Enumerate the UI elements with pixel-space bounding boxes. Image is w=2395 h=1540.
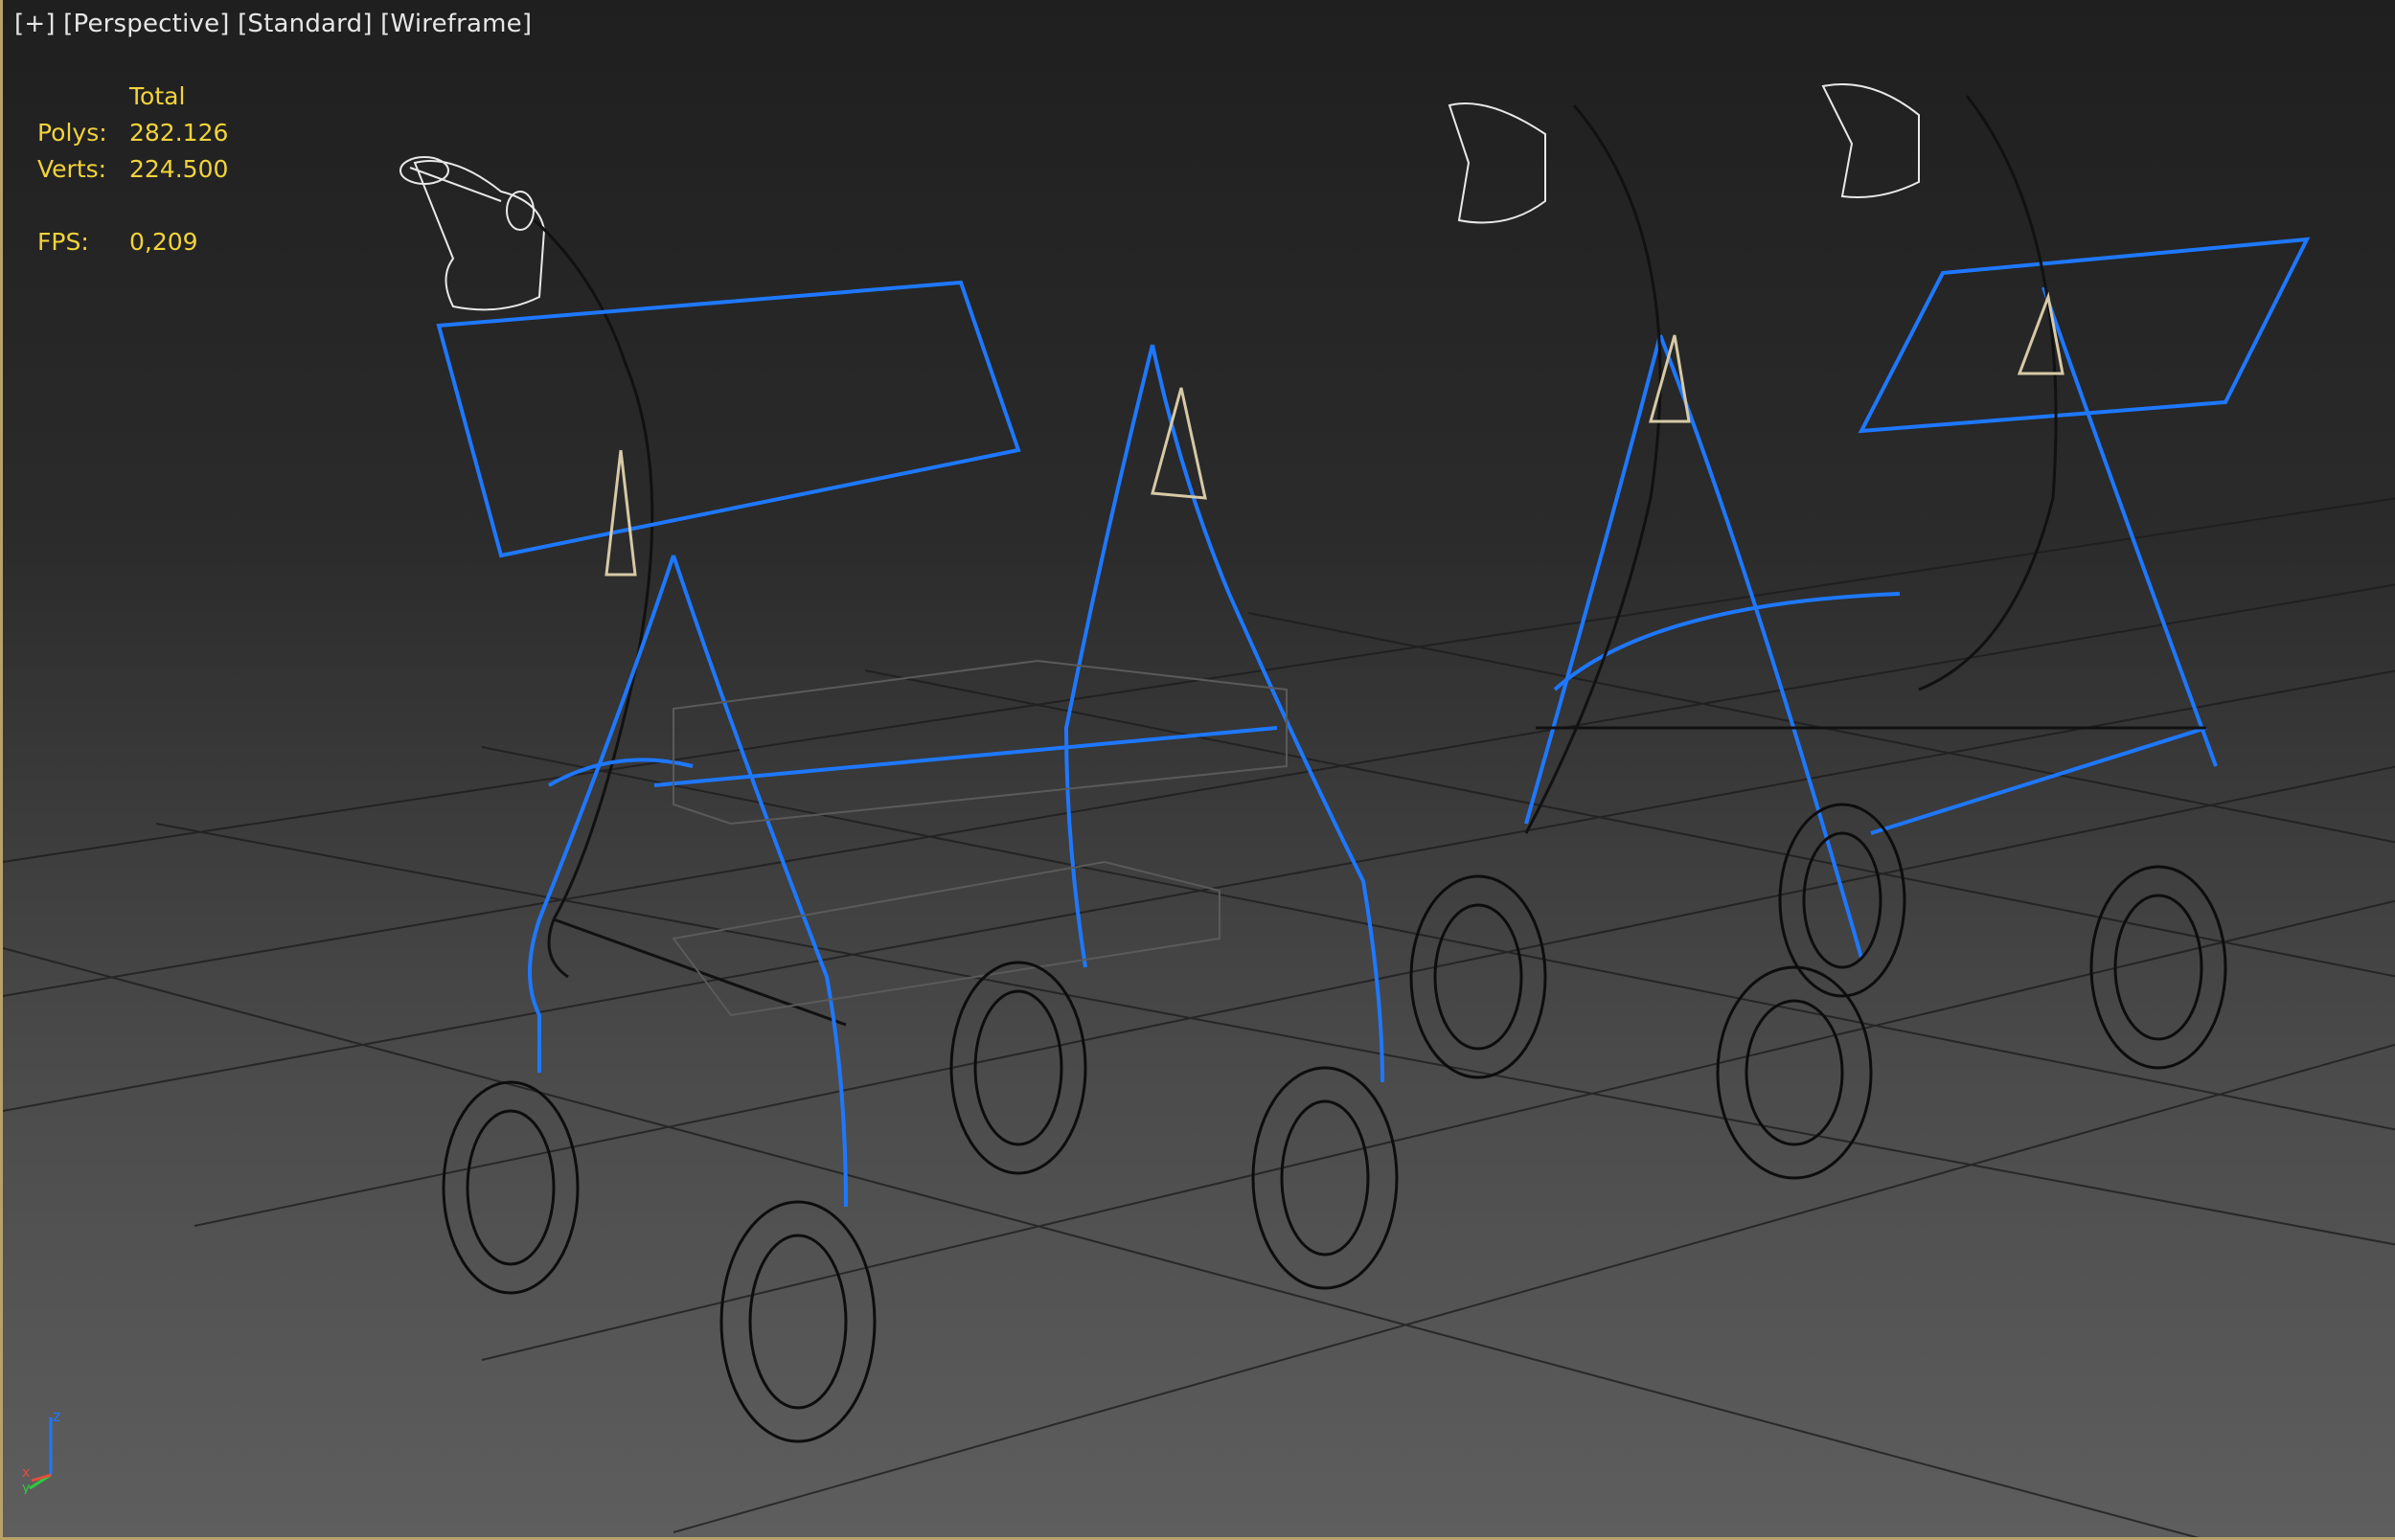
viewport-menu-plus[interactable]: [+]: [14, 10, 56, 38]
walker-1-brake: [604, 387, 1207, 577]
walker-1-frame-dark: [533, 218, 847, 1027]
stats-verts-row: Verts: 224.500: [37, 151, 321, 188]
stats-polys-label: Polys:: [37, 119, 107, 147]
axis-y-label: y: [22, 1481, 30, 1494]
axis-tripod-icon: z x y: [22, 1408, 60, 1494]
statistics-overlay: Total Polys: 282.126 Verts: 224.500 FPS:…: [37, 79, 321, 260]
scene-wireframe[interactable]: [3, 0, 2395, 1540]
stats-verts-value: 224.500: [129, 155, 229, 183]
stats-polys-value: 282.126: [129, 119, 229, 147]
stats-fps-row: FPS: 0,209: [37, 224, 321, 260]
walker-2[interactable]: [1409, 83, 2311, 1180]
walker-1-seat: [672, 659, 1288, 1017]
walker-2-handle: [1448, 83, 1920, 224]
viewport-label[interactable]: [+] [Perspective] [Standard] [Wireframe]: [14, 10, 532, 38]
walker-2-frame-blue: [1524, 237, 2311, 959]
walker-1-wheels: [442, 961, 1399, 1443]
viewport-menu-perspective[interactable]: [Perspective]: [63, 10, 230, 38]
viewport-menu-standard[interactable]: [Standard]: [238, 10, 373, 38]
stats-polys-row: Polys: 282.126: [37, 115, 321, 151]
stats-header: Total: [129, 82, 186, 110]
walker-1[interactable]: [399, 156, 1399, 1443]
axis-x-label: x: [22, 1465, 30, 1481]
stats-fps-value: 0,209: [129, 228, 198, 256]
axis-z-label: z: [53, 1408, 60, 1425]
stats-header-row: Total: [37, 79, 321, 115]
walker-2-wheels: [1409, 803, 2227, 1180]
walker-2-frame-dark: [1524, 95, 2206, 834]
ground-grid: [3, 497, 2395, 1537]
walker-2-brake: [1649, 291, 2064, 423]
viewport-menu-wireframe[interactable]: [Wireframe]: [380, 10, 533, 38]
stats-verts-label: Verts:: [37, 155, 107, 183]
stats-fps-label: FPS:: [37, 228, 89, 256]
walker-1-handle-left: [399, 156, 546, 311]
walker-1-frame-blue: [436, 280, 1384, 1208]
